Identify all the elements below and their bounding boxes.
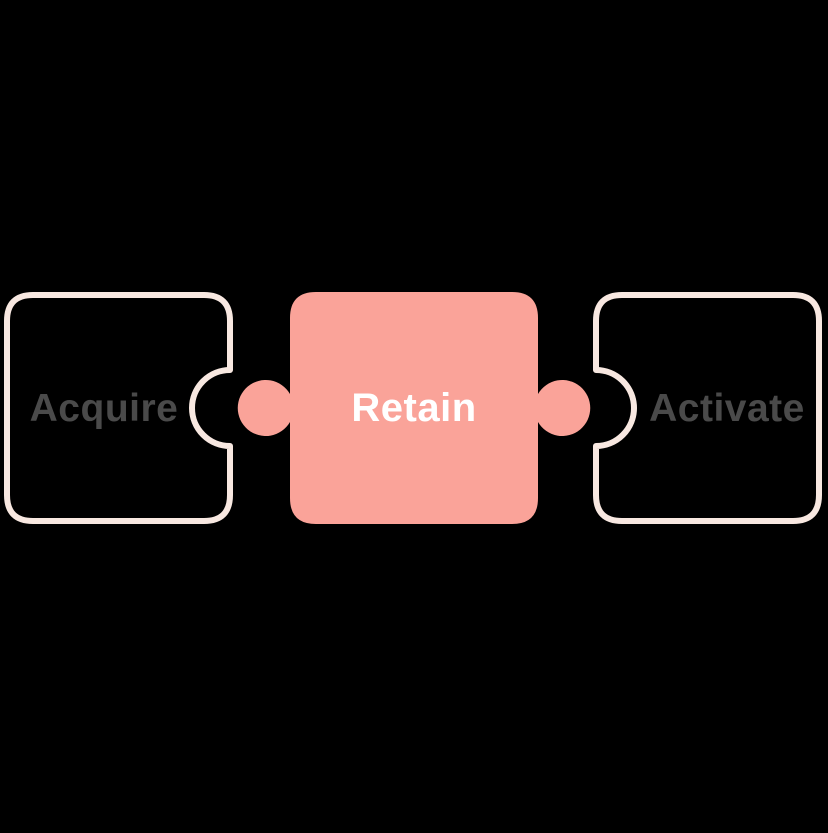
puzzle-piece-activate: Activate xyxy=(593,292,822,524)
retain-piece-shape xyxy=(237,292,591,524)
activate-piece-shape xyxy=(593,292,822,524)
activate-label: Activate xyxy=(649,387,805,430)
acquire-piece-shape xyxy=(4,292,233,524)
puzzle-piece-retain: Retain xyxy=(237,292,591,524)
retain-label: Retain xyxy=(351,386,476,430)
puzzle-piece-acquire: Acquire xyxy=(4,292,233,524)
acquire-label: Acquire xyxy=(30,387,179,430)
